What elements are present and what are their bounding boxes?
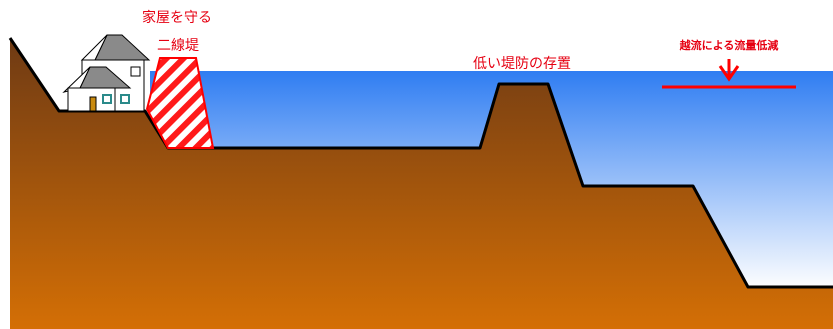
overflow-arrow-icon <box>718 59 740 82</box>
label-secondary-levee: 二線堤 <box>157 38 199 54</box>
ground-profile <box>10 38 833 329</box>
label-overflow-reduction: 越流による流量低減 <box>679 38 779 52</box>
label-house-protect: 家屋を守る <box>142 9 212 26</box>
secondary-levee-structure <box>145 57 215 149</box>
house-icon <box>62 34 151 112</box>
label-low-levee: 低い堤防の存置 <box>473 56 571 72</box>
